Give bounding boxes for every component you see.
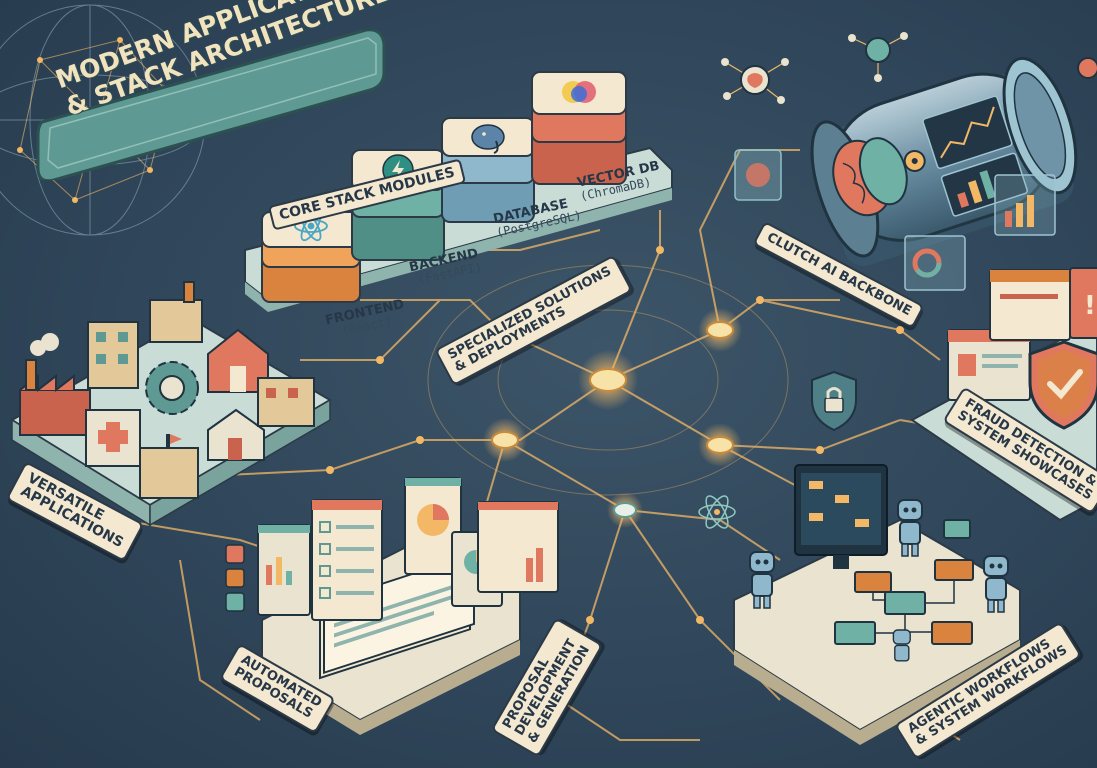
factory-icon <box>19 333 91 436</box>
building-icon <box>257 377 315 427</box>
bar-chart-window <box>477 501 559 593</box>
workflow-node <box>934 559 974 581</box>
gear-icon <box>903 149 926 172</box>
workflow-node <box>931 621 973 645</box>
vector-db-module <box>531 71 627 185</box>
chroma-circles-icon <box>562 81 596 103</box>
hub-nodes <box>326 246 904 624</box>
title-banner <box>36 30 386 180</box>
brain-icon <box>832 137 908 217</box>
workflow-node <box>854 571 892 593</box>
chart-panel <box>940 152 1028 217</box>
robot-icon <box>749 551 775 609</box>
floating-dashboard-panel <box>994 174 1056 236</box>
shield-lock-icon <box>811 370 857 432</box>
monitor-flowchart <box>794 464 888 569</box>
workflow-node <box>834 621 876 645</box>
workflow-node <box>884 591 926 615</box>
hospital-icon <box>85 409 141 467</box>
network-node-icon <box>1077 57 1097 79</box>
chart-panel <box>922 95 1013 170</box>
brain-network-icon <box>721 58 789 104</box>
database-module <box>441 117 535 223</box>
brain-chip-icon <box>734 149 782 201</box>
pie-chart-window <box>404 477 462 575</box>
factory-icon <box>149 281 203 343</box>
building-icon <box>87 321 139 389</box>
shield-check-icon <box>1028 340 1097 430</box>
house-icon <box>207 328 269 393</box>
robot-icon <box>897 499 923 557</box>
alert-window-panel <box>947 329 1031 401</box>
side-icon-strip <box>225 544 245 612</box>
floating-dashboard-panel <box>904 235 966 291</box>
house-icon <box>207 408 265 461</box>
gear-icon <box>145 361 199 415</box>
robot-icon <box>892 629 911 662</box>
robot-icon <box>983 555 1009 613</box>
school-icon <box>139 434 199 499</box>
atom-icon <box>698 495 736 529</box>
elephant-icon <box>471 124 505 154</box>
warning-window-panel: ! <box>1069 267 1097 339</box>
svg-text:!: ! <box>1084 291 1096 321</box>
report-window <box>257 524 311 616</box>
network-node-icon <box>848 32 908 82</box>
checklist-window <box>311 499 383 621</box>
workflow-node <box>943 519 971 539</box>
